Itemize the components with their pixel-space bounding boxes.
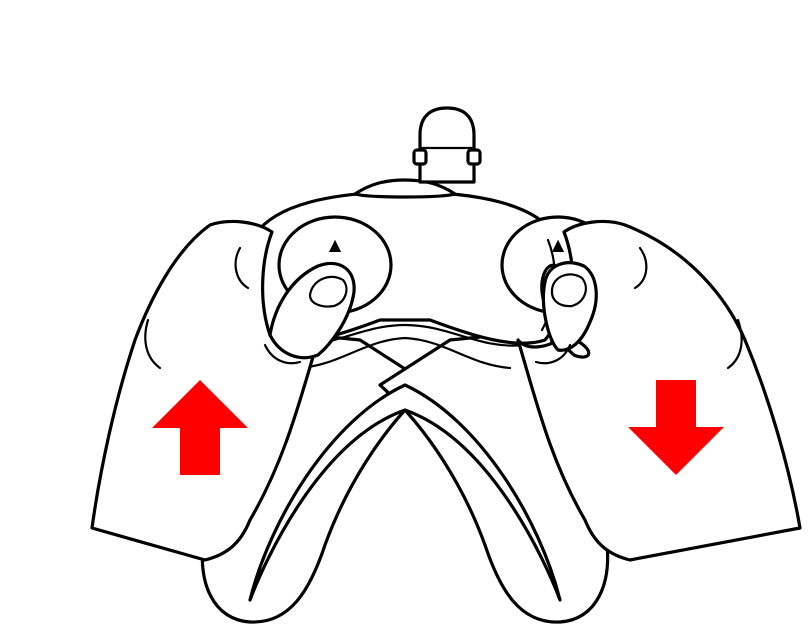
antenna-notch-right [468,150,480,164]
left-stick-marker: ▲ [329,235,342,254]
antenna-notch-left [414,150,426,164]
right-stick-marker: ▲ [552,235,565,254]
antenna [414,108,480,182]
antenna-stem [420,108,474,182]
